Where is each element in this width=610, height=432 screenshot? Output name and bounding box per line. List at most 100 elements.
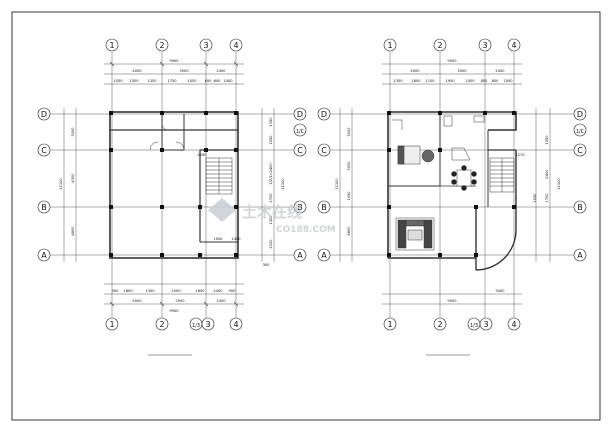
dim-left-r-5: 1300 [269, 215, 273, 225]
axis-bubble-col-4-bottom: 4 [229, 317, 243, 331]
dim-left-bottom-detail-5: 1650 [195, 289, 205, 293]
floor-plan-left [48, 52, 296, 356]
axis-bubble-row-C-right-r: C [573, 143, 587, 157]
dim-left-r-overall: 11100 [281, 178, 285, 190]
dimensions-right: 9900 4000 3500 2400 1350 1800 1100 1950 … [335, 59, 561, 303]
dim-left-top-detail-6: 600 [205, 79, 213, 83]
svg-text:4: 4 [233, 320, 238, 329]
svg-text:1: 1 [109, 320, 114, 329]
watermark-logo: 土木在线 CO188.COM [208, 198, 336, 235]
svg-text:C: C [321, 146, 327, 155]
dim-right-top-detail-4: 1950 [445, 79, 455, 83]
dim-right-stair: 1270 [515, 153, 525, 157]
axis-bubble-row-D-right: D [293, 107, 307, 121]
svg-text:D: D [577, 110, 583, 119]
axis-bubble-row-B-right-r: B [573, 200, 587, 214]
axis-bubble-col-2-bottom: 2 [155, 317, 169, 331]
dim-right-r-3: 1050 [533, 193, 537, 203]
dim-left-top-detail-1: 1050 [113, 79, 123, 83]
axis-bubble-col-1-top-r: 1 [383, 38, 397, 52]
dim-left-top-bay-3: 2400 [216, 69, 226, 73]
axis-bubble-row-A-left-r: A [317, 248, 331, 262]
axis-bubble-row-C-right: C [293, 143, 307, 157]
axis-bubble-col-2-top: 2 [155, 38, 169, 52]
dim-left-v-overall: 11100 [59, 178, 63, 190]
svg-text:3: 3 [482, 41, 487, 50]
dim-right-l-overall: 11100 [335, 178, 339, 190]
axis-bubble-row-A-left: A [37, 248, 51, 262]
dim-left-top-bay-1: 4000 [132, 69, 142, 73]
axis-bubble-row-1C-right-r: 1/C [573, 123, 587, 137]
dim-left-r-4: 1700 [269, 193, 273, 203]
axis-bubble-row-C-left: C [37, 143, 51, 157]
dim-left-bottom-detail-1: 300 [112, 289, 120, 293]
dim-right-top-bay-2: 3500 [457, 69, 467, 73]
svg-text:C: C [297, 146, 303, 155]
dim-left-bottom-bay-3: 2400 [216, 299, 226, 303]
axis-bubble-row-D-left: D [37, 107, 51, 121]
dim-right-l-4: 4800 [347, 226, 351, 236]
dim-right-top-overall: 9900 [447, 59, 457, 63]
dim-right-r-2: 2400 [545, 169, 549, 179]
dim-left-top-bay-2: 3500 [179, 69, 189, 73]
axis-bubble-col-1-bottom-r: 1 [383, 317, 397, 331]
dim-left-bottom-detail-7: 900 [229, 289, 237, 293]
axis-bubble-col-4-top: 4 [229, 38, 243, 52]
dim-left-stair-3: 1400 [231, 237, 241, 241]
svg-text:B: B [297, 203, 303, 212]
dim-right-top-detail-2: 1800 [411, 79, 421, 83]
watermark-main-text: 土木在线 [242, 203, 302, 221]
svg-text:2: 2 [159, 41, 164, 50]
axis-bubble-col-1-bottom: 1 [105, 317, 119, 331]
stair-right [489, 157, 515, 193]
grid-bubbles-right: 1 2 3 4 1 2 1/3 3 4 D C B A D 1/C C B A [317, 38, 587, 331]
dim-left-top-detail-4: 1750 [167, 79, 177, 83]
dim-right-top-detail-1: 1350 [393, 79, 403, 83]
svg-text:1/C: 1/C [296, 129, 305, 135]
dim-right-l-1: 3000 [347, 127, 351, 137]
dim-right-bottom-overall: 9900 [447, 299, 457, 303]
svg-text:B: B [577, 203, 583, 212]
dim-right-top-bay-1: 4000 [410, 69, 420, 73]
dim-left-bottom-detail-6: 2400 [213, 289, 223, 293]
svg-text:B: B [41, 203, 47, 212]
axis-bubble-col-1-3-bottom: 1/3 [189, 317, 203, 331]
svg-text:3: 3 [203, 41, 208, 50]
svg-text:1: 1 [387, 320, 392, 329]
dim-right-r-1: 1350 [545, 135, 549, 145]
dim-left-r-2: 1050 [269, 135, 273, 145]
dim-right-top-detail-5: 1000 [465, 79, 475, 83]
dim-left-bottom-detail-2: 1800 [123, 289, 133, 293]
svg-text:2: 2 [437, 41, 442, 50]
axis-bubble-col-4-bottom-r: 4 [507, 317, 521, 331]
axis-bubble-row-D-right-r: D [573, 107, 587, 121]
sofa-set-icon [395, 217, 435, 251]
dim-left-r-6: 2100 [269, 239, 273, 249]
dining-table-icon [451, 165, 477, 191]
axis-bubble-row-A-right: A [293, 248, 307, 262]
dim-right-top-detail-3: 1100 [425, 79, 435, 83]
dim-left-bottom-bay-1: 4000 [132, 299, 142, 303]
svg-text:1/C: 1/C [576, 129, 585, 135]
bed-icon [397, 145, 435, 165]
svg-text:3: 3 [483, 320, 488, 329]
dim-right-l-3: 1050 [347, 191, 351, 201]
dim-right-top-detail-6: 800 [481, 79, 489, 83]
dim-right-bottom-1: 3400 [495, 289, 505, 293]
svg-text:D: D [41, 110, 47, 119]
dim-left-bottom-bay-2: 2900 [175, 299, 185, 303]
svg-text:2: 2 [159, 320, 164, 329]
axis-bubble-row-D-left-r: D [317, 107, 331, 121]
axis-bubble-col-3-bottom-r: 3 [479, 317, 493, 331]
dim-right-r-4: 1700 [545, 193, 549, 203]
svg-text:4: 4 [511, 41, 516, 50]
dim-left-v-2: 4300 [71, 173, 75, 183]
dim-left-bottom-detail-3: 1350 [145, 289, 155, 293]
svg-text:A: A [577, 251, 583, 260]
svg-text:A: A [297, 251, 303, 260]
axis-bubble-row-B-right: B [293, 200, 307, 214]
svg-text:1/3: 1/3 [470, 323, 478, 329]
stair-left [205, 157, 233, 195]
dim-left-bottom-detail-4: 2000 [171, 289, 181, 293]
svg-text:1: 1 [109, 41, 114, 50]
